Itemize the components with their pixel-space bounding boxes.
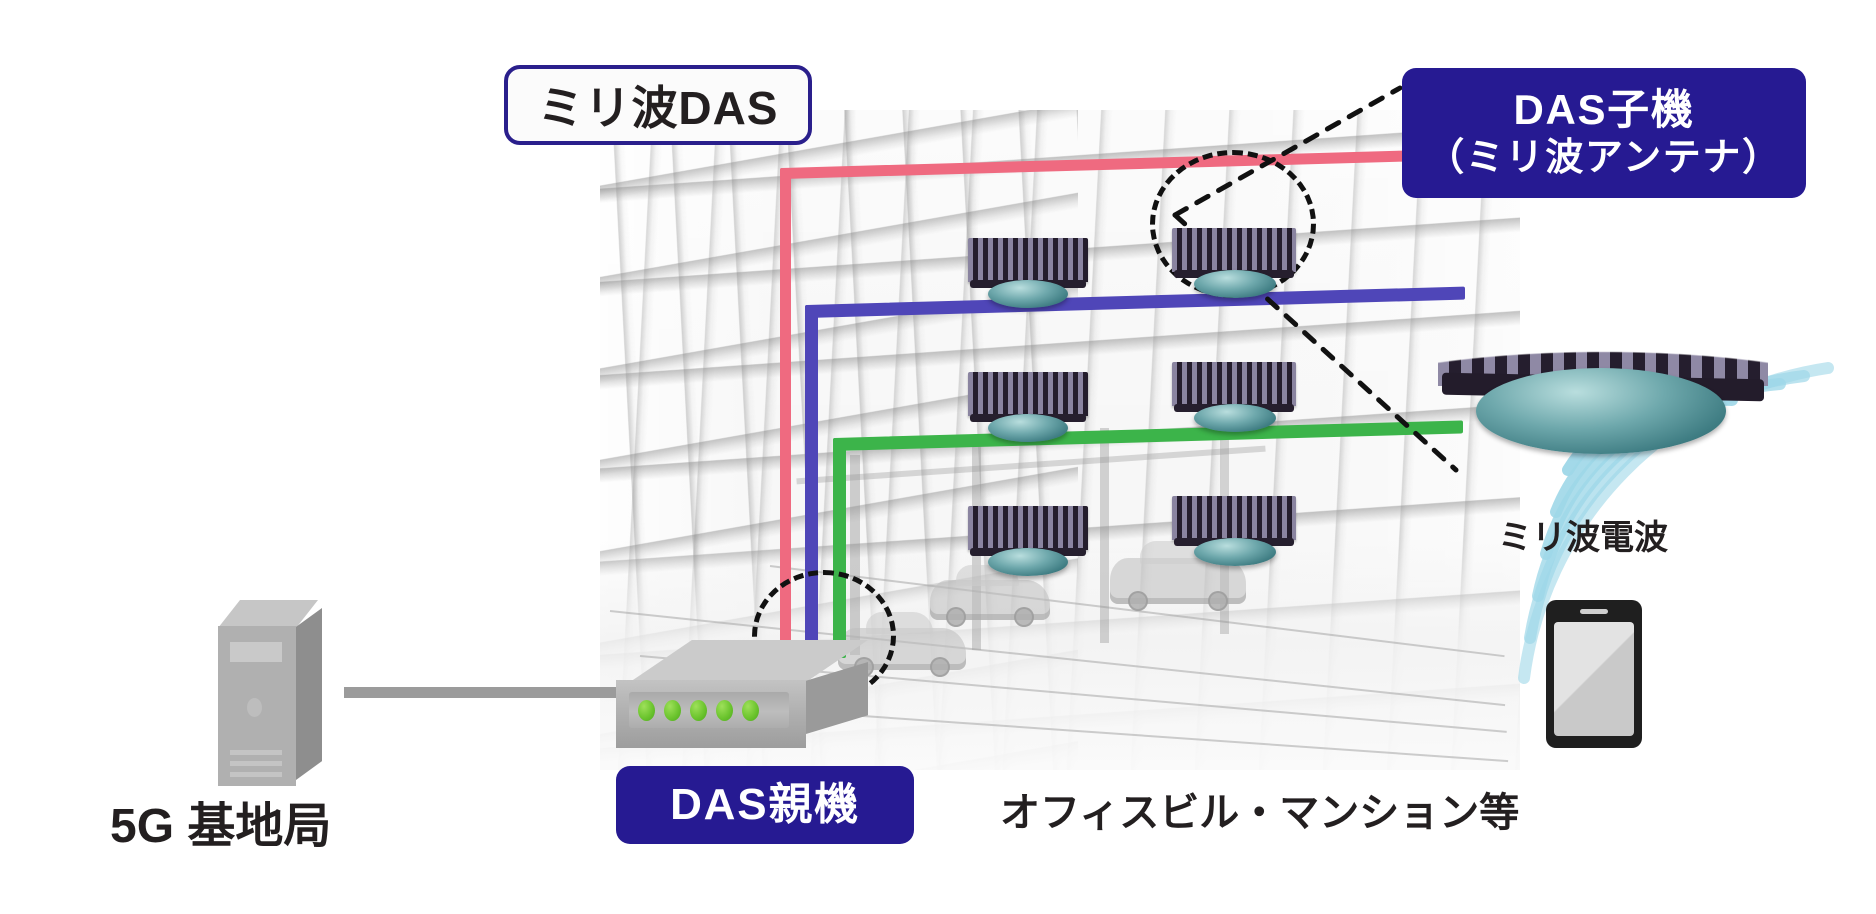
label-millimeter-wave-das[interactable]: ミリ波DAS xyxy=(504,65,812,145)
label-das-child-line2: （ミリ波アンテナ） xyxy=(1426,137,1782,180)
das-parent-unit[interactable] xyxy=(616,640,878,758)
backhaul-cable xyxy=(344,687,634,698)
label-das-parent-text: DAS親機 xyxy=(670,780,860,830)
label-das-parent[interactable]: DAS親機 xyxy=(616,766,914,844)
cable-floor-3-vertical xyxy=(780,168,791,658)
car xyxy=(1110,540,1246,611)
smartphone[interactable] xyxy=(1546,600,1642,748)
das-child-antenna[interactable] xyxy=(1172,228,1296,298)
das-child-antenna[interactable] xyxy=(968,238,1088,308)
label-5g-base-station: 5G 基地局 xyxy=(110,800,332,853)
das-child-antenna[interactable] xyxy=(968,372,1088,442)
car xyxy=(930,564,1050,627)
das-child-antenna-enlarged[interactable] xyxy=(1438,258,1768,454)
tower-side-panel xyxy=(296,608,322,780)
label-das-child[interactable]: DAS子機 （ミリ波アンテナ） xyxy=(1402,68,1806,198)
das-child-antenna[interactable] xyxy=(1172,362,1296,432)
label-building-caption: オフィスビル・マンション等 xyxy=(1000,791,1520,835)
das-child-antenna[interactable] xyxy=(1172,496,1296,566)
das-child-antenna[interactable] xyxy=(968,506,1088,576)
label-das-child-line1: DAS子機 xyxy=(1513,86,1695,134)
cable-floor-2-vertical xyxy=(805,305,818,658)
label-millimeter-radio-wave: ミリ波電波 xyxy=(1498,519,1668,557)
label-millimeter-wave-das-text: ミリ波DAS xyxy=(537,82,779,134)
storefront-column xyxy=(1100,428,1109,643)
5g-base-station[interactable] xyxy=(218,600,350,790)
storefront-column xyxy=(850,455,860,655)
